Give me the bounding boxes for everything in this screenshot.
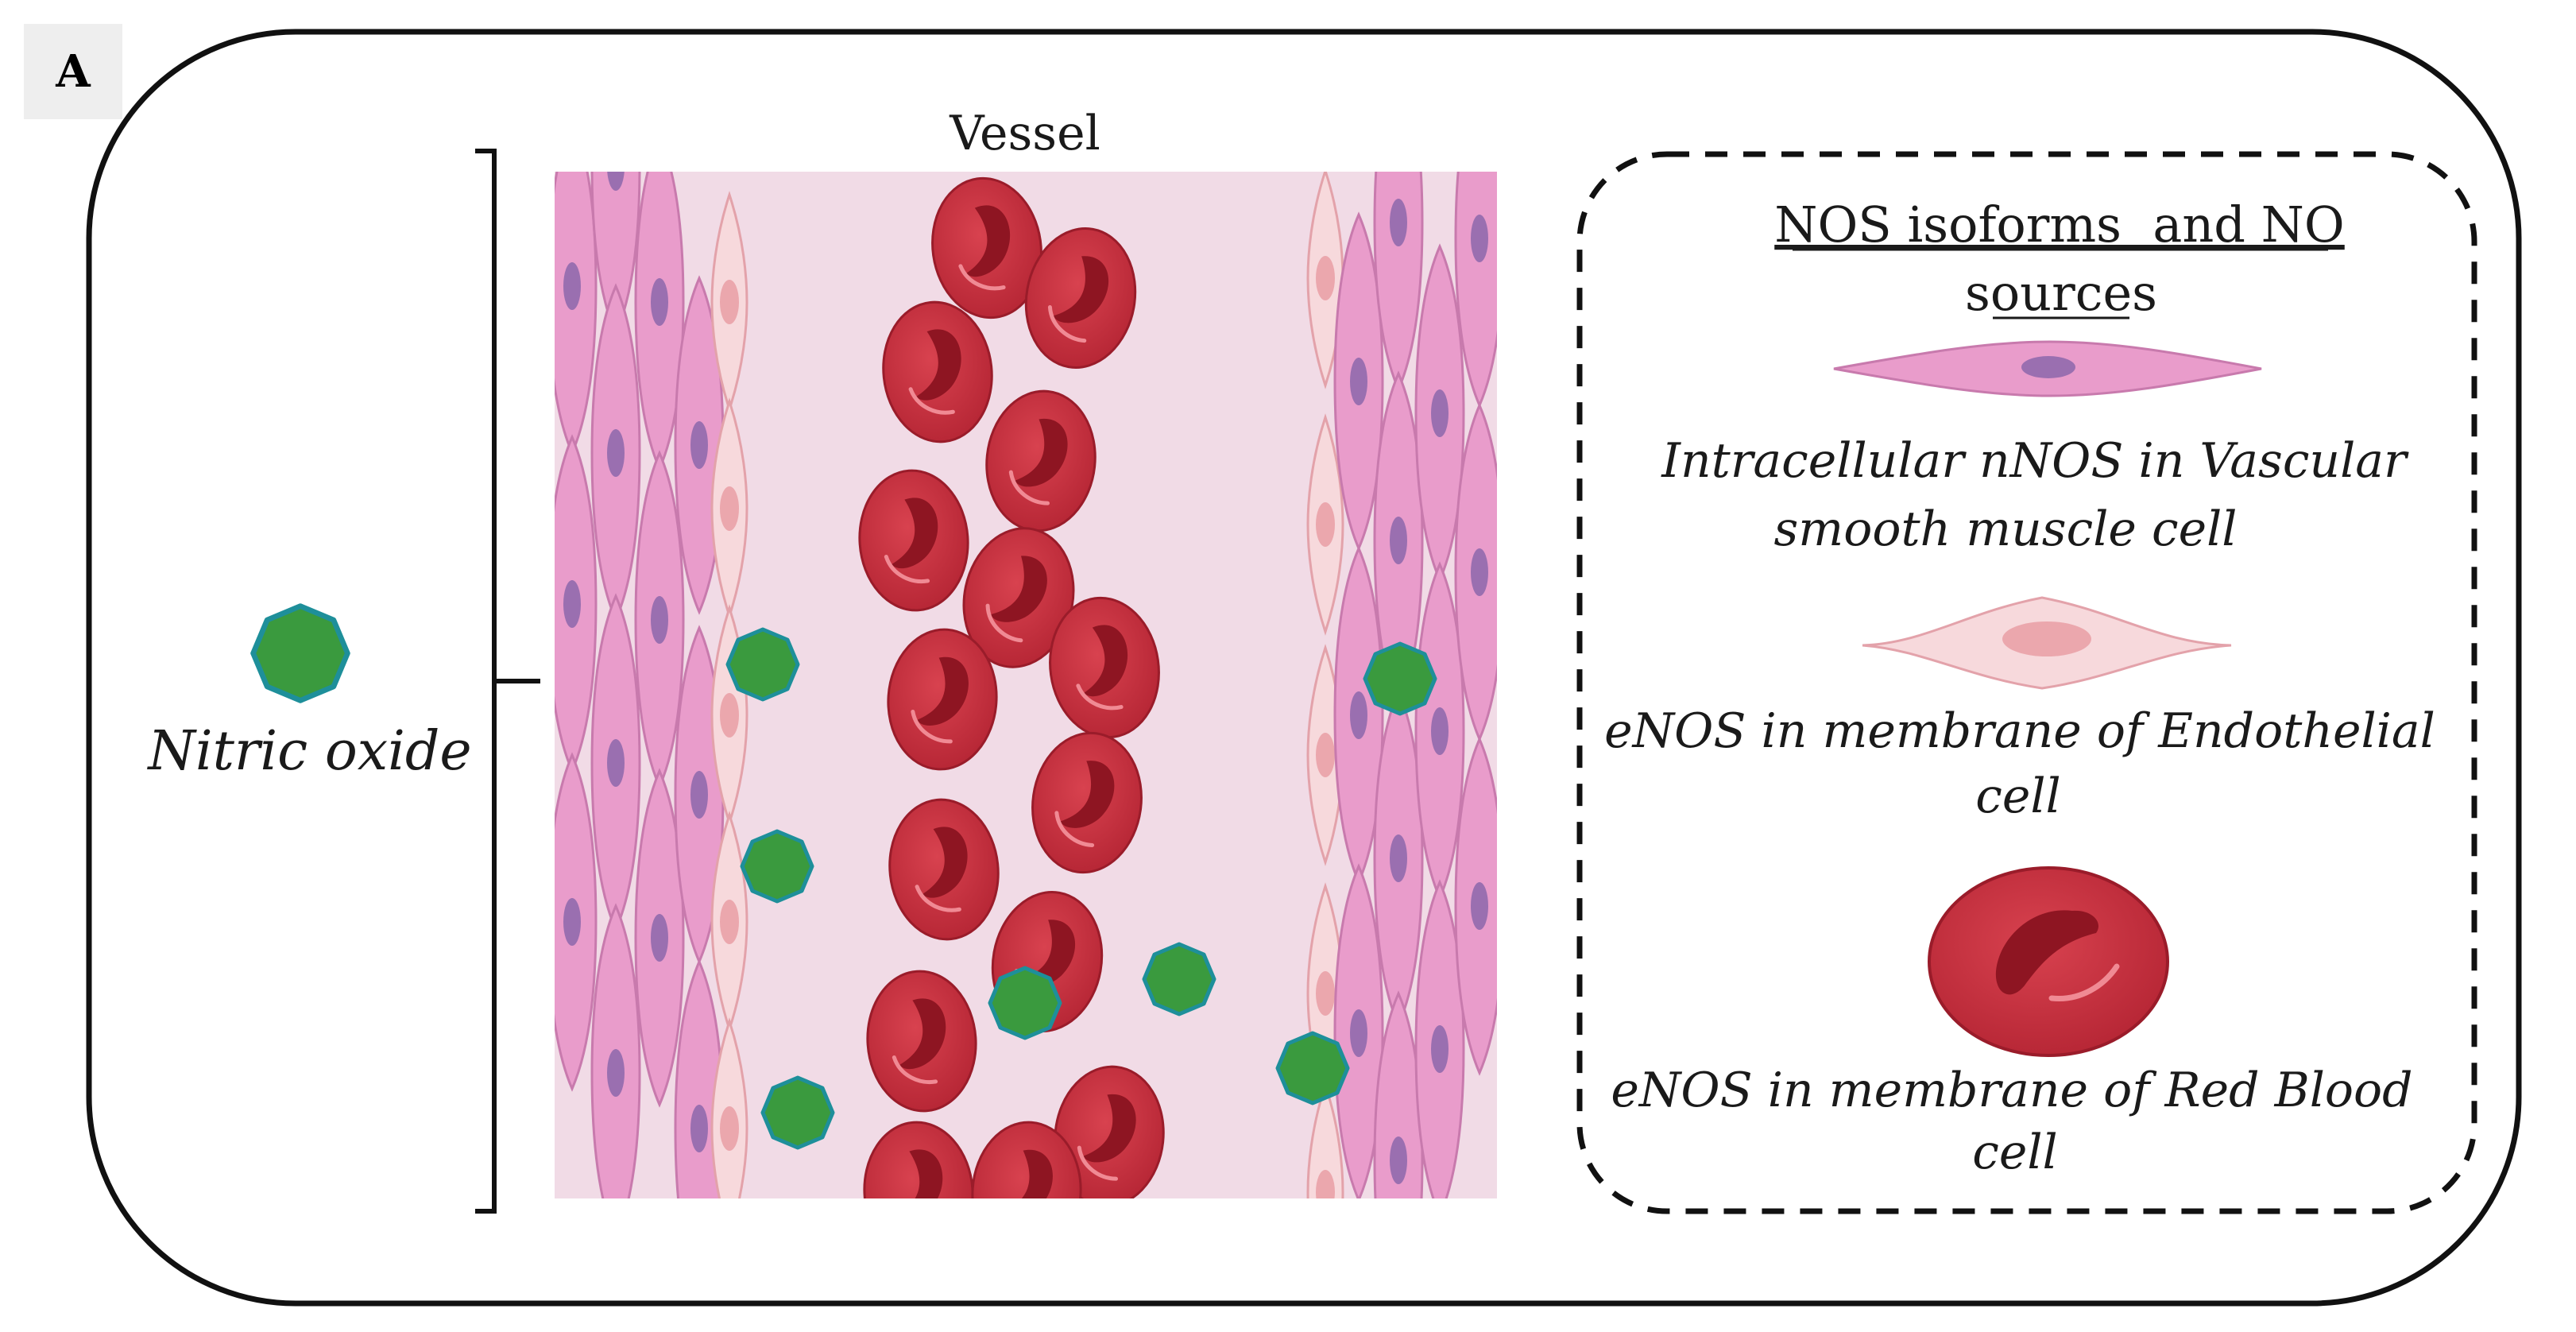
vessel-illustration — [555, 172, 1497, 1198]
legend-item-1-line1: Intracellular nNOS in Vascular — [1661, 433, 2409, 489]
red-blood-cell-icon — [1929, 868, 2168, 1055]
legend-title: NOS isoforms and NO sources — [1774, 196, 2345, 322]
panel-label: A — [24, 24, 122, 119]
legend-item-red-blood-cell: eNOS in membrane of Red Blood cell — [1611, 868, 2413, 1180]
legend-title-line1: NOS isoforms and NO — [1774, 196, 2345, 254]
legend-item-3-line1: eNOS in membrane of Red Blood — [1611, 1063, 2412, 1118]
legend-item-2-line2: cell — [1975, 769, 2061, 824]
vessel-bracket — [475, 149, 540, 1214]
nitric-oxide-label: Nitric oxide — [146, 720, 471, 783]
endothelium-left — [710, 193, 748, 1198]
nitric-oxide-legend: Nitric oxide — [146, 606, 472, 783]
vessel-title: Vessel — [949, 106, 1100, 161]
outer-frame — [86, 29, 2522, 1307]
legend-item-endothelial: eNOS in membrane of Endothelial cell — [1604, 596, 2435, 824]
legend-item-2-line1: eNOS in membrane of Endothelial — [1604, 703, 2435, 759]
legend-box — [1576, 151, 2477, 1214]
nitric-oxide-icon — [253, 606, 348, 701]
legend-item-3-line2: cell — [1972, 1125, 2058, 1180]
legend-item-smooth-muscle: Intracellular nNOS in Vascular smooth mu… — [1661, 340, 2409, 557]
legend-title-line2: sources — [1965, 264, 2157, 322]
legend-item-1-line2: smooth muscle cell — [1774, 501, 2238, 557]
